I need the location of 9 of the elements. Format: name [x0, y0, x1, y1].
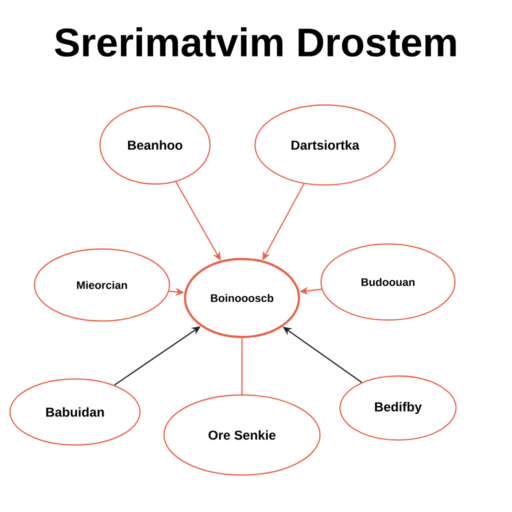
bubble: Ore Senkie [163, 394, 321, 476]
bubble: Budoouan [320, 243, 456, 321]
bubble: Babuidan [9, 378, 141, 446]
bubble: Beanhoo [99, 105, 211, 185]
bubble: Dartsiortka [254, 104, 396, 186]
bubble: Mieorcian [34, 248, 170, 322]
bubble: Boinoooscb [184, 258, 300, 338]
title: Srerimatvim Drostem [54, 27, 456, 57]
bubble: Bedifby [339, 375, 457, 441]
